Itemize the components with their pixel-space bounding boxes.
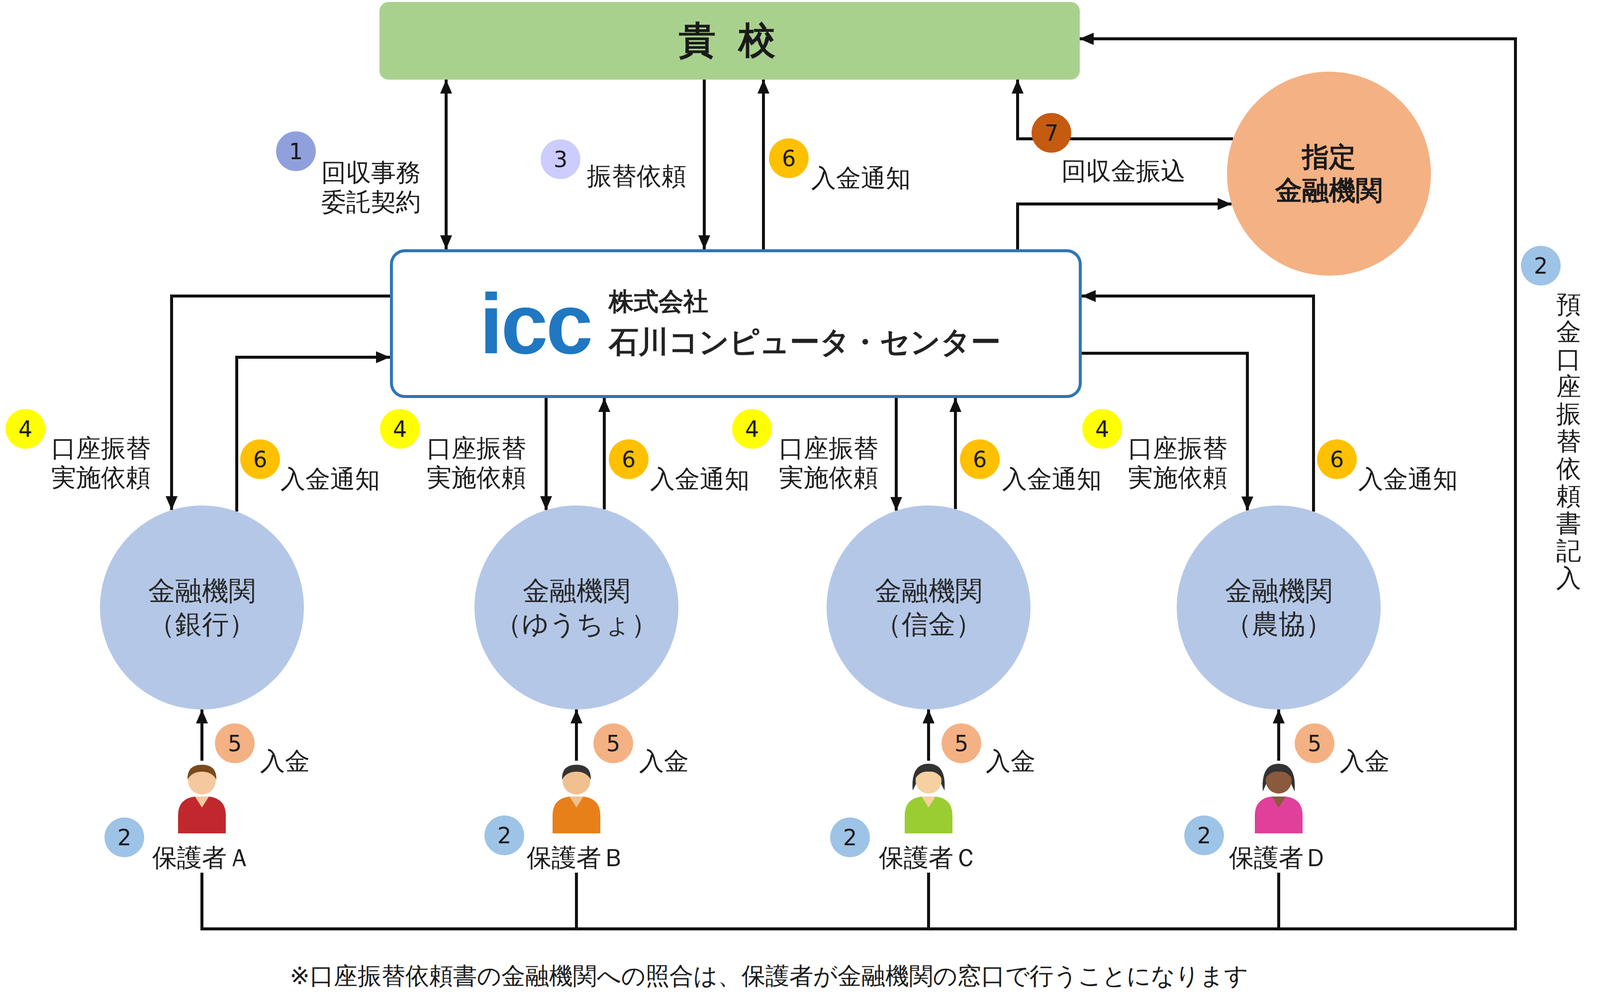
person-icon (552, 764, 601, 834)
bank-circle: 金融機関 （農協） (1176, 505, 1381, 710)
company-type: 株式会社 (608, 284, 1001, 319)
circle-shape (1176, 505, 1381, 710)
edge-label: 入金 (260, 746, 310, 776)
connector-arrow (928, 38, 1516, 929)
edge-label: 口座振替 実施依頼 (778, 433, 879, 493)
school-name: 貴 校 (678, 15, 781, 66)
callout-number: 6 (768, 138, 809, 179)
edge-label: 口座振替 実施依頼 (426, 433, 527, 493)
edge-label: 回収金振込 (1061, 156, 1186, 187)
guardian-name: 保護者Ｃ (878, 842, 979, 873)
guardian-name: 保護者Ｂ (526, 842, 627, 873)
callout-number: 6 (608, 439, 649, 479)
edge-label: 預金口座振替依頼書記入 (1556, 290, 1582, 592)
callout-number: 6 (240, 439, 281, 479)
callout-number: 4 (379, 408, 420, 449)
connector-arrow (574, 709, 578, 761)
guardian-node: 保護者Ｃ (878, 760, 979, 873)
edge-label: 入金通知 (1002, 464, 1102, 494)
circle-outline (99, 505, 304, 710)
connector-arrow (200, 709, 204, 761)
callout-number: 5 (941, 723, 982, 763)
connector-arrow (236, 357, 390, 512)
connector-arrow (702, 79, 706, 250)
guardian-name: 保護者Ａ (152, 842, 252, 873)
circle-shape (1226, 71, 1431, 276)
callout-number: 2 (1520, 245, 1561, 286)
callout-number: 6 (959, 439, 1000, 479)
callout-number: 6 (1317, 439, 1357, 479)
connector-arrow (1081, 295, 1314, 512)
connector-arrow (927, 709, 931, 761)
callout-number: 7 (1031, 112, 1072, 153)
edge-label: 入金通知 (1358, 464, 1458, 494)
callout-number: 5 (214, 723, 255, 763)
connector-arrow (444, 79, 448, 250)
callout-number: 3 (540, 139, 581, 180)
person-icon (904, 763, 953, 834)
connector-arrow (761, 79, 765, 250)
edge-label: 入金通知 (650, 464, 750, 494)
callout-number: 2 (1184, 815, 1224, 855)
company-name: 石川コンピュータ・センター (608, 322, 1001, 363)
circle-outline (474, 505, 679, 710)
callout-number: 2 (104, 817, 145, 857)
connector-arrow (1017, 203, 1232, 250)
bank-circle: 金融機関 （信金） (826, 505, 1031, 710)
callout-number: 2 (830, 817, 870, 857)
callout-number: 5 (593, 723, 634, 763)
edge-label: 振替依頼 (586, 161, 687, 191)
connector-arrow (201, 38, 1516, 929)
bank-circle: 金融機関 （ゆうちょ） (474, 505, 679, 710)
bank-name: 金融機関 （ゆうちょ） (494, 573, 659, 642)
connector-arrow (1277, 709, 1281, 761)
edge-label: 入金 (1339, 746, 1390, 776)
bank-name: 金融機関 （銀行） (148, 573, 256, 642)
bank-name: 指定 金融機関 (1275, 140, 1383, 208)
edge-label: 回収事務 委託契約 (321, 158, 421, 217)
edge-label: 入金 (639, 746, 689, 776)
connector-arrow (544, 397, 548, 510)
person-icon (1254, 763, 1303, 834)
connector-arrow (576, 38, 1516, 929)
company-name-block: 株式会社石川コンピュータ・センター (608, 284, 1001, 363)
callout-number: 4 (1082, 408, 1123, 449)
person-icon (178, 764, 226, 834)
guardian-node: 保護者Ａ (152, 760, 252, 873)
connector-arrow (894, 397, 898, 511)
connector-arrow (1081, 353, 1248, 511)
school-box: 貴 校 (379, 1, 1080, 80)
edge-label: 口座振替 実施依頼 (1128, 433, 1228, 493)
edge-label: 口座振替 実施依頼 (51, 433, 151, 493)
bank-name: 金融機関 （農協） (1224, 573, 1333, 642)
company-box: icc株式会社石川コンピュータ・センター (389, 249, 1082, 398)
circle-outline (1176, 505, 1381, 710)
connector-arrow (953, 397, 957, 509)
guardian-name: 保護者Ｄ (1228, 842, 1329, 873)
callout-number: 4 (732, 408, 772, 449)
callout-number: 1 (276, 131, 316, 172)
circle-outline (826, 505, 1031, 710)
callout-number: 5 (1294, 723, 1335, 763)
circle-shape (474, 505, 679, 710)
circle-shape (99, 505, 304, 710)
company-logo: icc (479, 281, 591, 367)
callout-number: 4 (5, 408, 46, 449)
connector-arrow (171, 295, 390, 510)
connector-arrow (602, 397, 606, 510)
footnote-text: ※口座振替依頼書の金融機関への照合は、保護者が金融機関の窓口で行うことになります (289, 959, 1248, 992)
edge-label: 入金通知 (811, 163, 911, 193)
circle-shape (826, 505, 1031, 710)
bank-circle: 金融機関 （銀行） (99, 505, 304, 710)
callout-number: 2 (484, 815, 525, 855)
bank-name: 金融機関 （信金） (874, 573, 983, 642)
edge-label: 入金 (985, 746, 1036, 776)
guardian-node: 保護者Ｄ (1228, 760, 1329, 873)
edge-label: 入金通知 (280, 464, 380, 494)
circle-outline (1226, 71, 1431, 276)
guardian-node: 保護者Ｂ (526, 760, 627, 873)
bank-circle: 指定 金融機関 (1226, 71, 1431, 276)
